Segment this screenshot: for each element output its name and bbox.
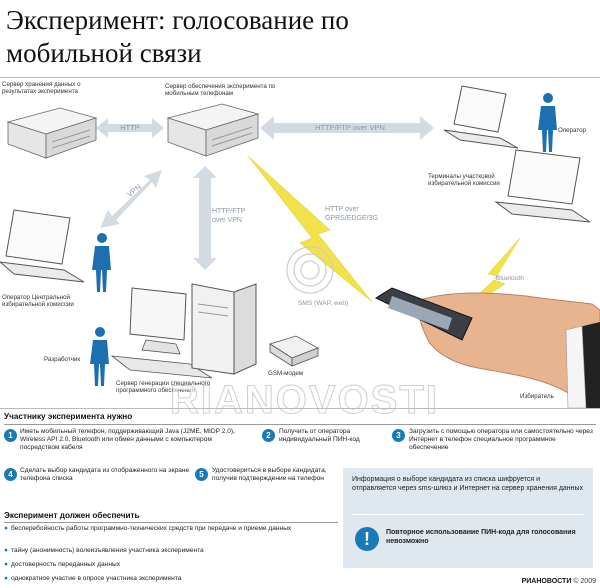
vpn-top-link-label: HTTP/FTP over VPN <box>315 123 385 132</box>
watermark: RIANOVOSTI <box>170 378 439 423</box>
requirement-text: тайну (анонимность) волеизъявления участ… <box>10 547 204 554</box>
step-1-badge: 1 <box>4 429 17 442</box>
info-divider <box>352 514 584 515</box>
vpn-top-arrow <box>260 116 434 140</box>
step-2-badge: 2 <box>262 429 275 442</box>
title-divider <box>0 77 600 78</box>
developer-label: Разработчик <box>44 356 81 363</box>
exclamation-icon: ! <box>355 527 379 551</box>
developer-person-icon <box>90 327 109 386</box>
step-5-badge: 5 <box>195 468 208 481</box>
info-text: Информация о выборе кандидата из списка … <box>352 476 584 492</box>
diagram-artwork <box>0 85 600 408</box>
operator-label: Оператор <box>558 127 586 134</box>
step-4-text: Сделать выбор кандидата из отображенного… <box>20 467 190 483</box>
bullet-dot-icon: ● <box>4 547 8 554</box>
vpn-diag-arrow <box>100 170 162 228</box>
precinct-terminal-icon <box>494 149 591 223</box>
bullet-dot-icon: ● <box>4 575 8 582</box>
info-box <box>343 468 593 568</box>
step-5-text: Удостовериться в выборе кандидата, получ… <box>212 467 327 483</box>
cec-operator-label: Оператор Центральной избирательной комис… <box>2 294 74 309</box>
requirement-item: ●однократное участие в опросе участника … <box>4 575 340 583</box>
vertical-vpn-link-label: HTTP/FTP over VPN <box>212 208 246 224</box>
requirement-text: бесперебойность работы программно-технич… <box>10 525 292 532</box>
step-1-text: Иметь мобильный телефон, поддерживающий … <box>20 428 235 452</box>
bullet-dot-icon: ● <box>4 561 8 568</box>
voter-label: Избиратель <box>520 393 554 400</box>
operator-laptop-icon <box>443 85 519 149</box>
step-4-badge: 4 <box>4 468 17 481</box>
step-3-text: Загрузить с помощью оператора или самост… <box>409 428 593 452</box>
cec-laptop-icon <box>0 209 85 283</box>
section-divider <box>0 408 600 409</box>
vertical-vpn-arrow <box>193 166 217 270</box>
antenna-rings <box>286 246 334 294</box>
storage-server-icon <box>6 107 98 159</box>
gen-server-label: Сервер генерации специального программно… <box>116 380 211 395</box>
cec-person-icon <box>92 233 111 292</box>
experiment-underline <box>4 522 338 523</box>
network-diagram: Сервер хранения данных о результатах экс… <box>0 78 600 423</box>
precinct-terminals-label: Терминалы участковой избирательной комис… <box>428 173 500 188</box>
requirement-text: достоверность переданных данных <box>10 561 120 568</box>
support-server-label: Сервер обеспечения эксперимента по мобил… <box>165 83 276 98</box>
mobile-phone-icon <box>374 287 473 341</box>
brand-logo: РИАНОВОСТИ <box>521 578 572 585</box>
requirement-text: однократное участие в опросе участника э… <box>10 575 182 582</box>
operator-person-icon <box>538 93 557 152</box>
bullet-dot-icon: ● <box>4 525 8 532</box>
step-2-text: Получить от оператора индивидуальный ПИН… <box>279 428 360 444</box>
copyright-year: © 2009 <box>573 578 596 585</box>
requirement-item: ●достоверность переданных данных <box>4 561 340 569</box>
experiment-heading: Эксперимент должен обеспечить <box>4 511 140 520</box>
participant-heading: Участнику эксперимента нужно <box>4 412 133 421</box>
http-link-label: HTTP <box>120 123 140 132</box>
bluetooth-link-label: Bluetooth <box>496 275 524 282</box>
http-arrow <box>96 118 164 138</box>
sms-link-label: SMS (WAP, web) <box>298 300 349 307</box>
step-3-badge: 3 <box>392 429 405 442</box>
gsm-modem-label: GSM-модем <box>268 370 304 377</box>
support-server-icon <box>166 103 260 157</box>
footer: РИАНОВОСТИ © 2009 <box>522 578 596 585</box>
link-arrows <box>96 116 434 270</box>
page-title: Эксперимент: голосование по мобильной св… <box>6 5 349 68</box>
gen-server-icon <box>110 283 257 379</box>
gsm-modem-icon <box>269 335 319 367</box>
participant-underline <box>4 424 596 425</box>
storage-server-label: Сервер хранения данных о результатах экс… <box>2 81 81 96</box>
gprs-link-label: HTTP over GPRS/EDGE/3G <box>325 206 378 222</box>
requirement-item: ●тайну (анонимность) волеизъявления учас… <box>4 547 340 555</box>
warning-text: Повторное использование ПИН-кода для гол… <box>386 529 576 545</box>
requirement-item: ●бесперебойность работы программно-техни… <box>4 525 340 533</box>
gprs-bolt <box>247 155 373 303</box>
